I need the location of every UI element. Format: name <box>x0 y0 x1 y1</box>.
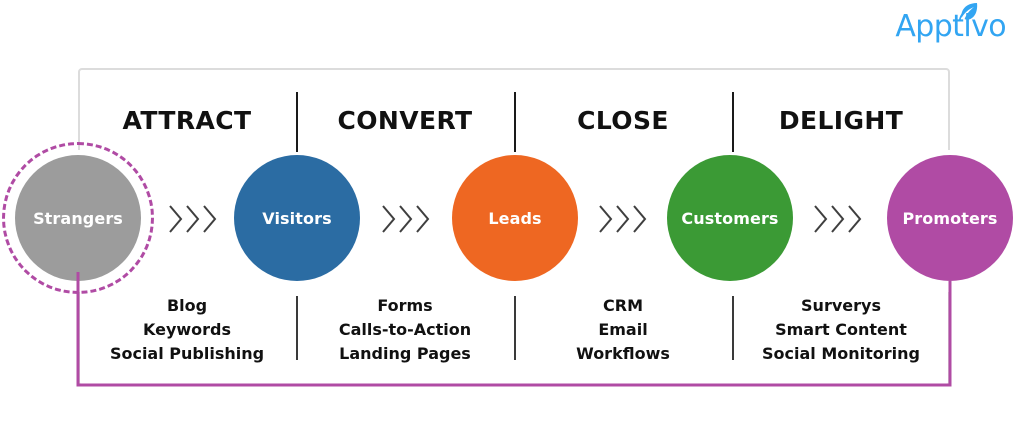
chevron-right-icon <box>633 205 647 233</box>
stage-header-close: CLOSE <box>514 92 732 152</box>
chevron-right-icon <box>814 205 828 233</box>
chevron-right-icon <box>831 205 845 233</box>
strangers-dashed-ring <box>2 142 154 294</box>
funnel-nodes-row: Strangers Visitors Leads Customers Promo… <box>0 142 1024 294</box>
leaf-icon <box>959 3 978 21</box>
tactics-close: CRM Email Workflows <box>514 292 732 366</box>
node-strangers[interactable]: Strangers <box>2 142 154 294</box>
tactic-item: CRM <box>603 296 643 315</box>
chevron-right-icon <box>203 205 217 233</box>
stage-header-attract: ATTRACT <box>78 96 296 144</box>
node-label: Promoters <box>902 208 998 228</box>
tactics-attract: Blog Keywords Social Publishing <box>78 292 296 366</box>
chevron-right-icon <box>848 205 862 233</box>
chevron-right-icon <box>599 205 613 233</box>
arrow-leads-to-customers <box>598 199 648 239</box>
node-visitors[interactable]: Visitors <box>234 155 360 281</box>
tactics-delight: Surverys Smart Content Social Monitoring <box>732 292 950 366</box>
arrow-visitors-to-leads <box>381 199 431 239</box>
chevron-right-icon <box>169 205 183 233</box>
chevron-right-icon <box>382 205 396 233</box>
tactic-item: Surverys <box>801 296 881 315</box>
tactic-item: Landing Pages <box>339 344 471 363</box>
stage-label: CONVERT <box>337 105 473 135</box>
tactic-item: Email <box>598 320 648 339</box>
tactic-item: Keywords <box>142 320 232 339</box>
logo-wordmark: Apptivo <box>895 9 1006 44</box>
stage-header-convert: CONVERT <box>296 92 514 152</box>
tactic-item: Social Monitoring <box>762 344 920 363</box>
stage-label: DELIGHT <box>778 105 904 135</box>
tactics-row: Blog Keywords Social Publishing Forms Ca… <box>78 292 950 366</box>
chevron-right-icon <box>399 205 413 233</box>
chevron-right-icon <box>616 205 630 233</box>
arrow-customers-to-promoters <box>813 199 863 239</box>
stage-header-row: ATTRACT CONVERT CLOSE DELIGHT <box>78 92 950 152</box>
stage-label: CLOSE <box>577 105 669 135</box>
tactic-item: Workflows <box>576 344 670 363</box>
tactic-item: Social Publishing <box>109 344 265 363</box>
node-leads[interactable]: Leads <box>452 155 578 281</box>
stage-label: ATTRACT <box>122 105 252 135</box>
node-label: Customers <box>681 208 779 228</box>
node-label: Leads <box>488 208 542 228</box>
tactics-convert: Forms Calls-to-Action Landing Pages <box>296 292 514 366</box>
arrow-strangers-to-visitors <box>168 199 218 239</box>
chevron-right-icon <box>416 205 430 233</box>
node-customers[interactable]: Customers <box>667 155 793 281</box>
tactic-item: Blog <box>166 296 208 315</box>
apptivo-logo: Apptivo <box>895 3 1007 44</box>
tactic-item: Forms <box>377 296 433 315</box>
node-promoters[interactable]: Promoters <box>887 155 1013 281</box>
tactic-item: Calls-to-Action <box>338 320 472 339</box>
chevron-right-icon <box>186 205 200 233</box>
node-label: Visitors <box>262 208 332 228</box>
tactic-item: Smart Content <box>775 320 907 339</box>
stage-header-delight: DELIGHT <box>732 92 950 152</box>
